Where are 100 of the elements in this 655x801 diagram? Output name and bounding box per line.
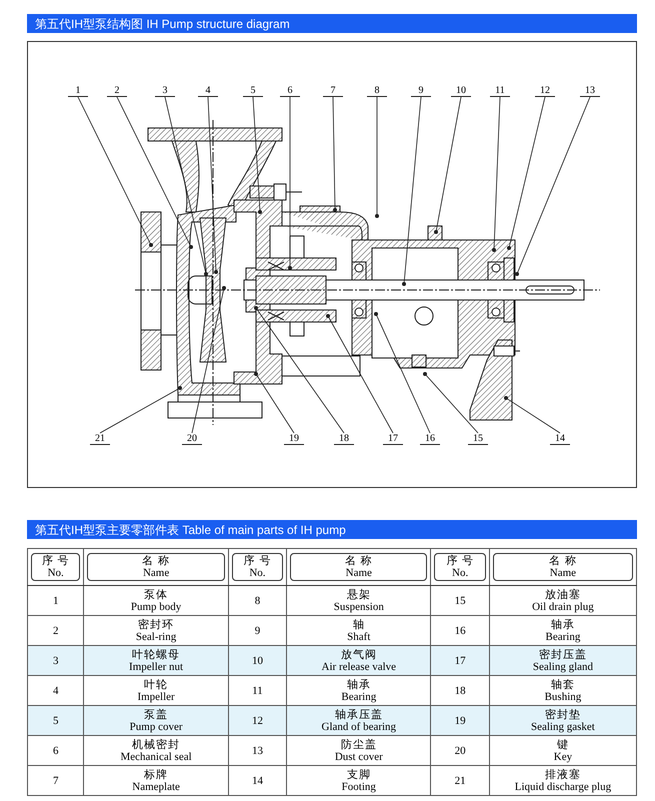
part-name-chinese: 标牌: [143, 768, 170, 780]
part-name-chinese: 排液塞: [544, 768, 582, 780]
leader-line: [402, 96, 422, 286]
part-name-english: Pump body: [130, 600, 182, 612]
column-header: 名 称: [141, 555, 171, 567]
part-number: 15: [454, 594, 466, 606]
part-number: 10: [252, 654, 263, 666]
part-number: 5: [52, 714, 58, 726]
part-name-english: Footing: [340, 780, 377, 792]
leader-line: [288, 96, 292, 270]
part-name-english: Nameplate: [131, 780, 181, 792]
leader-line: [332, 96, 337, 212]
leader-line: [78, 96, 153, 247]
column-header: 序 号: [242, 555, 272, 567]
leader-line: [515, 96, 590, 276]
callout-number: 19: [284, 433, 304, 445]
column-header: Name: [548, 567, 578, 579]
part-name-chinese: 悬架: [346, 588, 372, 600]
part-number: 7: [52, 774, 58, 786]
column-header: No.: [248, 567, 267, 579]
callout-number: 18: [334, 433, 354, 445]
part-name-english: Pump cover: [128, 720, 184, 732]
part-name-chinese: 防尘盖: [340, 738, 378, 750]
part-name-chinese: 放油塞: [544, 588, 582, 600]
part-name-chinese: 轴承压盖: [334, 708, 384, 720]
part-name-chinese: 机械密封: [131, 738, 182, 750]
section-heading: 第五代IH型泵结构图 IH Pump structure diagram: [35, 16, 290, 33]
part-name-english: Bearing: [544, 630, 582, 642]
part-name-chinese: 键: [556, 738, 570, 750]
leader-line: [326, 314, 394, 434]
part-name-english: Liquid discharge plug: [514, 780, 612, 792]
callout-number: 8: [367, 85, 387, 97]
part-number: 20: [454, 744, 466, 756]
part-name-english: Dust cover: [334, 750, 384, 762]
part-name-chinese: 密封压盖: [538, 648, 588, 660]
column-header: Name: [344, 567, 373, 579]
part-name-english: Shaft: [346, 630, 372, 642]
callout-number: 7: [323, 85, 343, 97]
part-number: 21: [454, 774, 466, 786]
part-number: 11: [252, 684, 263, 696]
callout-number: 5: [243, 85, 263, 97]
callout-number: 9: [411, 85, 431, 97]
part-name-chinese: 轴承: [550, 618, 576, 630]
callout-number: 14: [550, 433, 570, 445]
part-name-chinese: 叶轮螺母: [131, 648, 182, 660]
leader-line: [423, 372, 478, 434]
part-name-english: Sealing gasket: [530, 720, 596, 732]
part-number: 16: [454, 624, 466, 636]
leader-line: [116, 96, 193, 249]
leader-line: [164, 96, 208, 276]
part-name-english: Bushing: [544, 690, 582, 702]
part-name-english: Bearing: [340, 690, 378, 702]
callout-number: 3: [155, 85, 175, 97]
part-name-chinese: 轴承: [346, 678, 372, 690]
part-name-english: Mechanical seal: [120, 750, 193, 762]
part-number: 14: [252, 774, 263, 786]
leader-line: [434, 96, 462, 234]
callout-number: 10: [451, 85, 471, 97]
part-number: 8: [254, 594, 260, 606]
callout-number: 15: [468, 433, 488, 445]
part-name-english: Gland of bearing: [320, 720, 398, 732]
column-header: 序 号: [40, 555, 71, 567]
callout-number: 13: [580, 85, 600, 97]
callout-number: 2: [107, 85, 127, 97]
part-number: 3: [52, 654, 58, 666]
part-name-english: Suspension: [332, 600, 385, 612]
callout-number: 21: [90, 433, 110, 445]
section-heading: 第五代IH型泵主要零部件表 Table of main parts of IH pump: [35, 522, 346, 539]
part-name-chinese: 轴套: [550, 678, 576, 690]
part-name-english: Impeller nut: [128, 660, 184, 672]
part-name-chinese: 支脚: [346, 768, 372, 780]
leader-line: [507, 96, 546, 250]
part-name-english: Oil drain plug: [531, 600, 595, 612]
part-name-english: Key: [552, 750, 574, 762]
part-name-chinese: 轴: [352, 618, 366, 630]
callout-number: 6: [280, 85, 300, 97]
callout-number: 16: [420, 433, 440, 445]
leader-line: [100, 386, 182, 434]
part-name-chinese: 放气阀: [340, 648, 378, 660]
leader-line: [375, 96, 379, 218]
part-number: 18: [454, 684, 466, 696]
column-header: 名 称: [344, 555, 374, 567]
part-number: 9: [254, 624, 260, 636]
callout-number: 4: [198, 85, 218, 97]
part-name-chinese: 泵盖: [143, 708, 170, 720]
leader-line: [504, 396, 560, 434]
part-name-chinese: 泵体: [143, 588, 170, 600]
part-name-chinese: 密封垫: [544, 708, 582, 720]
column-header: No.: [46, 567, 65, 579]
part-name-english: Seal-ring: [134, 630, 178, 642]
leader-line: [254, 306, 344, 434]
column-header: No.: [451, 567, 470, 579]
leader-line: [208, 96, 218, 274]
part-name-chinese: 密封环: [137, 618, 176, 630]
callout-number: 11: [490, 85, 510, 97]
callout-number: 12: [535, 85, 555, 97]
part-name-chinese: 叶轮: [143, 678, 170, 690]
leader-line: [374, 312, 430, 434]
part-number: 4: [52, 684, 58, 696]
callout-number: 1: [68, 85, 88, 97]
